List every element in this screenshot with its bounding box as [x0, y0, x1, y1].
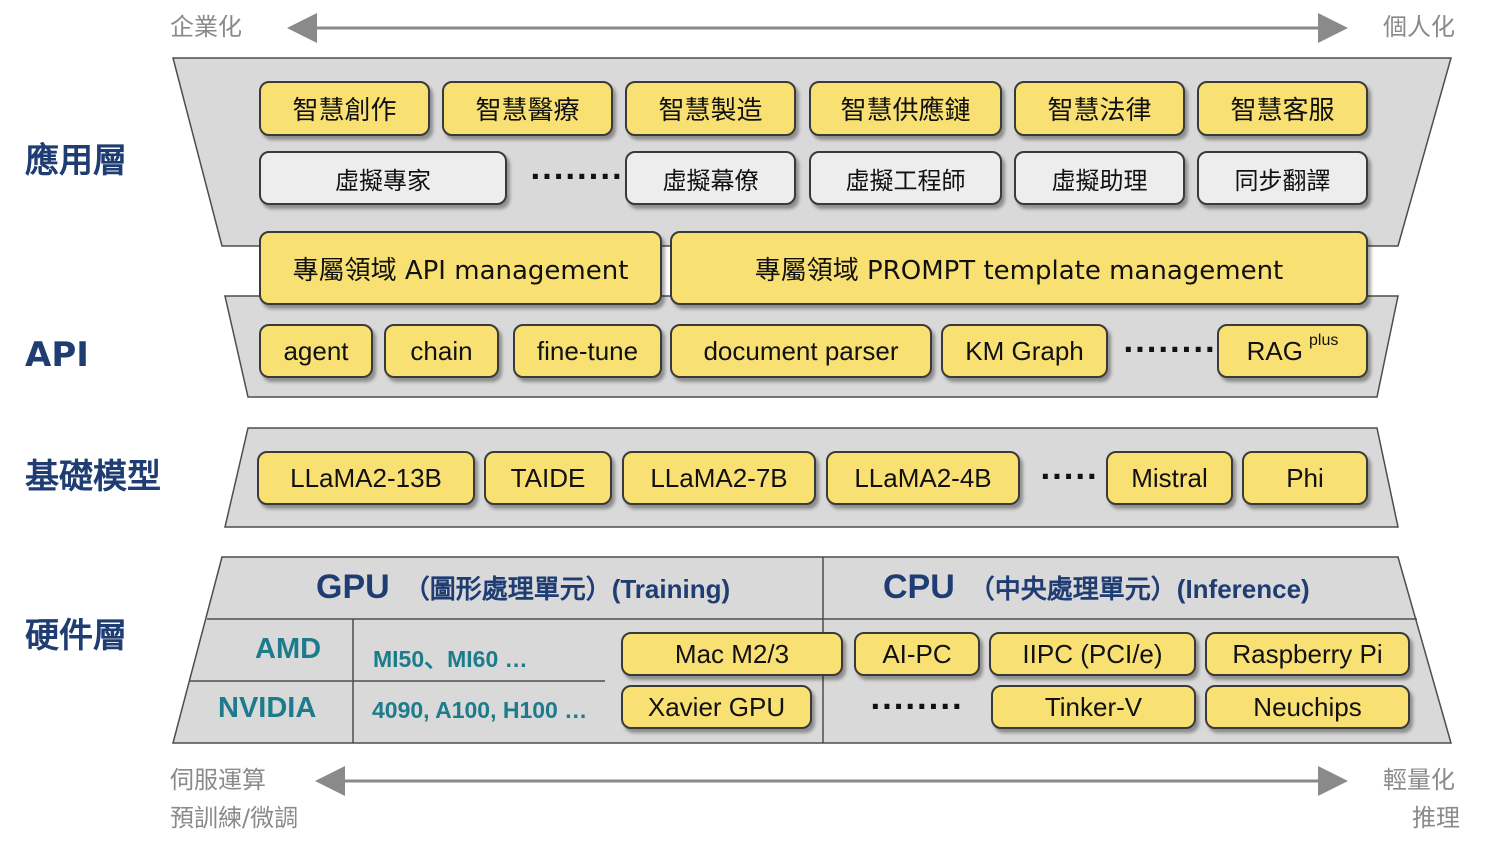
app-simultaneous-translation: 同步翻譯: [1197, 151, 1368, 205]
scale-bottom-left-2: 預訓練/微調: [170, 804, 299, 832]
api-ellipsis: ········: [1123, 333, 1217, 366]
hw-raspberry-pi: Raspberry Pi: [1205, 632, 1410, 676]
model-llama2-4b: LLaMA2-4B: [826, 451, 1020, 505]
hw-ai-pc: AI-PC: [854, 632, 980, 676]
scale-bottom-right-1: 輕量化: [1383, 766, 1455, 794]
amd-models: MI50、MI60 …: [373, 646, 528, 672]
app-virtual-engineer: 虛擬工程師: [809, 151, 1002, 205]
api-management-box: 專屬領域 API management: [259, 231, 662, 305]
rag-plus-superscript: plus: [1308, 332, 1339, 349]
gpu-header: GPU （圖形處理單元）(Training): [316, 568, 730, 607]
hw-tinker-v: Tinker-V: [991, 685, 1196, 729]
model-ellipsis: ·····: [1040, 460, 1099, 493]
model-phi: Phi: [1242, 451, 1368, 505]
cpu-title: CPU: [883, 568, 955, 606]
model-mistral: Mistral: [1106, 451, 1233, 505]
cpu-subtitle: （中央處理單元）(Inference): [968, 574, 1310, 604]
app-smart-supply-chain: 智慧供應鏈: [809, 81, 1002, 136]
gpu-subtitle: （圖形處理單元）(Training): [403, 574, 731, 604]
api-rag-plus: RAG plus: [1217, 324, 1368, 378]
model-llama2-13b: LLaMA2-13B: [257, 451, 475, 505]
api-document-parser: document parser: [670, 324, 932, 378]
app-virtual-assistant: 虛擬助理: [1014, 151, 1185, 205]
cpu-header: CPU （中央處理單元）(Inference): [883, 568, 1310, 607]
app-smart-healthcare: 智慧醫療: [442, 81, 613, 136]
app-smart-creation: 智慧創作: [259, 81, 430, 136]
hw-ellipsis: ········: [870, 690, 964, 723]
hw-mac-m2-3: Mac M2/3: [621, 632, 843, 676]
api-km-graph: KM Graph: [941, 324, 1108, 378]
layer-label-hardware: 硬件層: [25, 616, 127, 656]
hw-neuchips: Neuchips: [1205, 685, 1410, 729]
layer-label-model: 基礎模型: [25, 457, 161, 497]
gpu-title: GPU: [316, 568, 390, 606]
scale-bottom-left-1: 伺服運算: [170, 766, 266, 794]
app-virtual-staff: 虛擬幕僚: [625, 151, 796, 205]
app-virtual-expert: 虛擬專家: [259, 151, 507, 205]
nvidia-models: 4090, A100, H100 …: [372, 697, 588, 723]
prompt-template-management-box: 專屬領域 PROMPT template management: [670, 231, 1368, 305]
app-smart-customer-service: 智慧客服: [1197, 81, 1368, 136]
scale-bottom-right-2: 推理: [1412, 804, 1460, 832]
app-smart-manufacturing: 智慧製造: [625, 81, 796, 136]
model-taide: TAIDE: [484, 451, 612, 505]
app-ellipsis: ········: [530, 160, 624, 193]
api-agent: agent: [259, 324, 373, 378]
api-fine-tune: fine-tune: [513, 324, 662, 378]
vendor-amd: AMD: [255, 633, 322, 665]
rag-label: RAG: [1246, 335, 1303, 366]
api-chain: chain: [384, 324, 499, 378]
layer-label-app: 應用層: [25, 141, 127, 181]
layer-label-api: API: [25, 335, 89, 375]
app-smart-legal: 智慧法律: [1014, 81, 1185, 136]
vendor-nvidia: NVIDIA: [218, 692, 317, 724]
model-llama2-7b: LLaMA2-7B: [622, 451, 816, 505]
scale-top-right: 個人化: [1383, 13, 1455, 41]
hw-xavier-gpu: Xavier GPU: [621, 685, 812, 729]
hw-ipc-pcie: IIPC (PCI/e): [989, 632, 1196, 676]
scale-top-left: 企業化: [170, 13, 242, 41]
